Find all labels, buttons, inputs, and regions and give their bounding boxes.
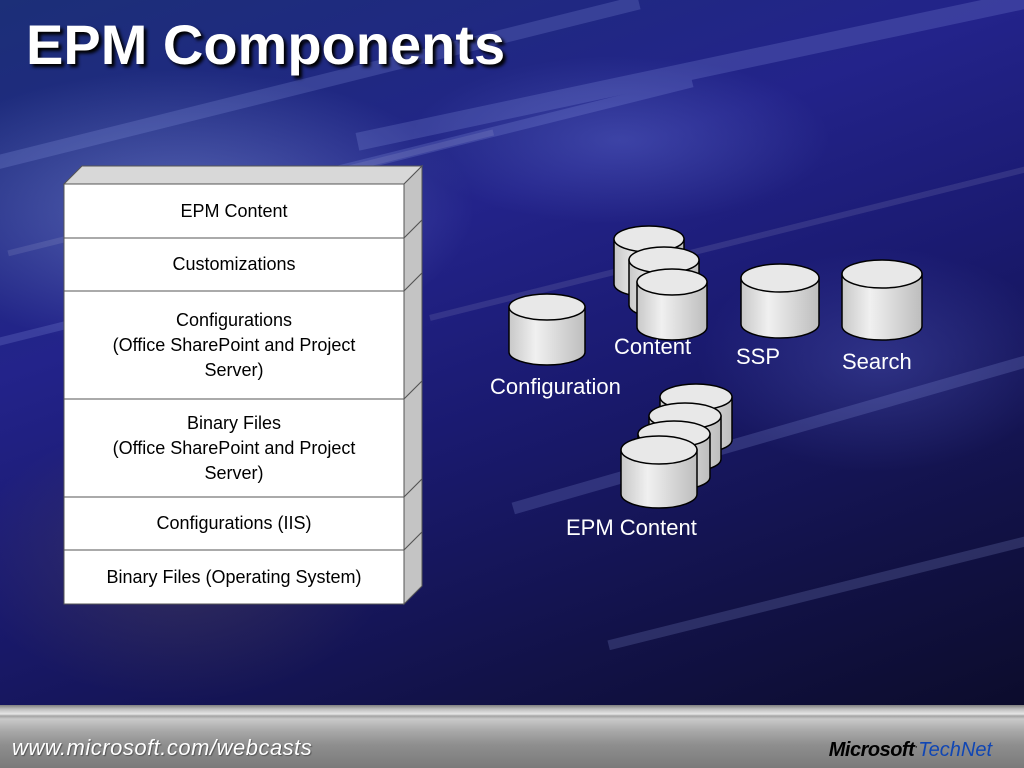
footer-bar: www.microsoft.com/webcasts Microsoft·Tec… [0, 705, 1024, 768]
epm-content-database-label: EPM Content [566, 515, 697, 540]
stack-layer-configurations-sharepoint: Configurations (Office SharePoint and Pr… [64, 291, 404, 399]
ssp-database-label: SSP [736, 344, 781, 369]
layer-label: Binary Files [186, 412, 282, 433]
stack-layer-binary-files-os: Binary Files (Operating System) [64, 550, 404, 604]
slide-title: EPM Components [26, 13, 506, 76]
layer-sublabel: Server) [204, 462, 264, 483]
epm-content-database-icon [620, 383, 733, 509]
brand-separator-dot: · [914, 739, 919, 753]
stack-layer-epm-content: EPM Content [64, 184, 404, 238]
content-database-label: Content [614, 334, 692, 359]
layer-label: EPM Content [180, 200, 288, 221]
footer-url: www.microsoft.com/webcasts [12, 735, 313, 760]
layer-label: Customizations [172, 254, 296, 274]
ssp-database-icon [740, 263, 820, 339]
search-database-icon [841, 259, 923, 341]
layer-label: Binary Files (Operating System) [106, 566, 362, 587]
layer-label: Configurations (IIS) [156, 513, 312, 533]
layer-sublabel: (Office SharePoint and Project [112, 334, 356, 355]
stack-front-faces [63, 183, 405, 605]
layer-sublabel: Server) [204, 359, 264, 380]
layer-sublabel: (Office SharePoint and Project [112, 437, 356, 458]
brand-technet: TechNet [918, 739, 992, 761]
search-database-label: Search [842, 349, 912, 374]
configuration-database-label: Configuration [490, 374, 621, 399]
stack-layer-binary-files-sharepoint: Binary Files (Office SharePoint and Proj… [64, 399, 404, 497]
database-cylinders [508, 225, 923, 509]
content-database-icon [613, 225, 708, 341]
stack-layer-configurations-iis: Configurations (IIS) [64, 497, 404, 550]
configuration-database-icon [508, 293, 586, 366]
brand-microsoft: Microsoft [828, 739, 915, 761]
stack-layer-customizations: Customizations [64, 238, 404, 291]
microsoft-technet-logo: Microsoft·TechNet [829, 739, 992, 762]
component-stack-frame [62, 164, 424, 606]
layer-label: Configurations [175, 309, 293, 330]
